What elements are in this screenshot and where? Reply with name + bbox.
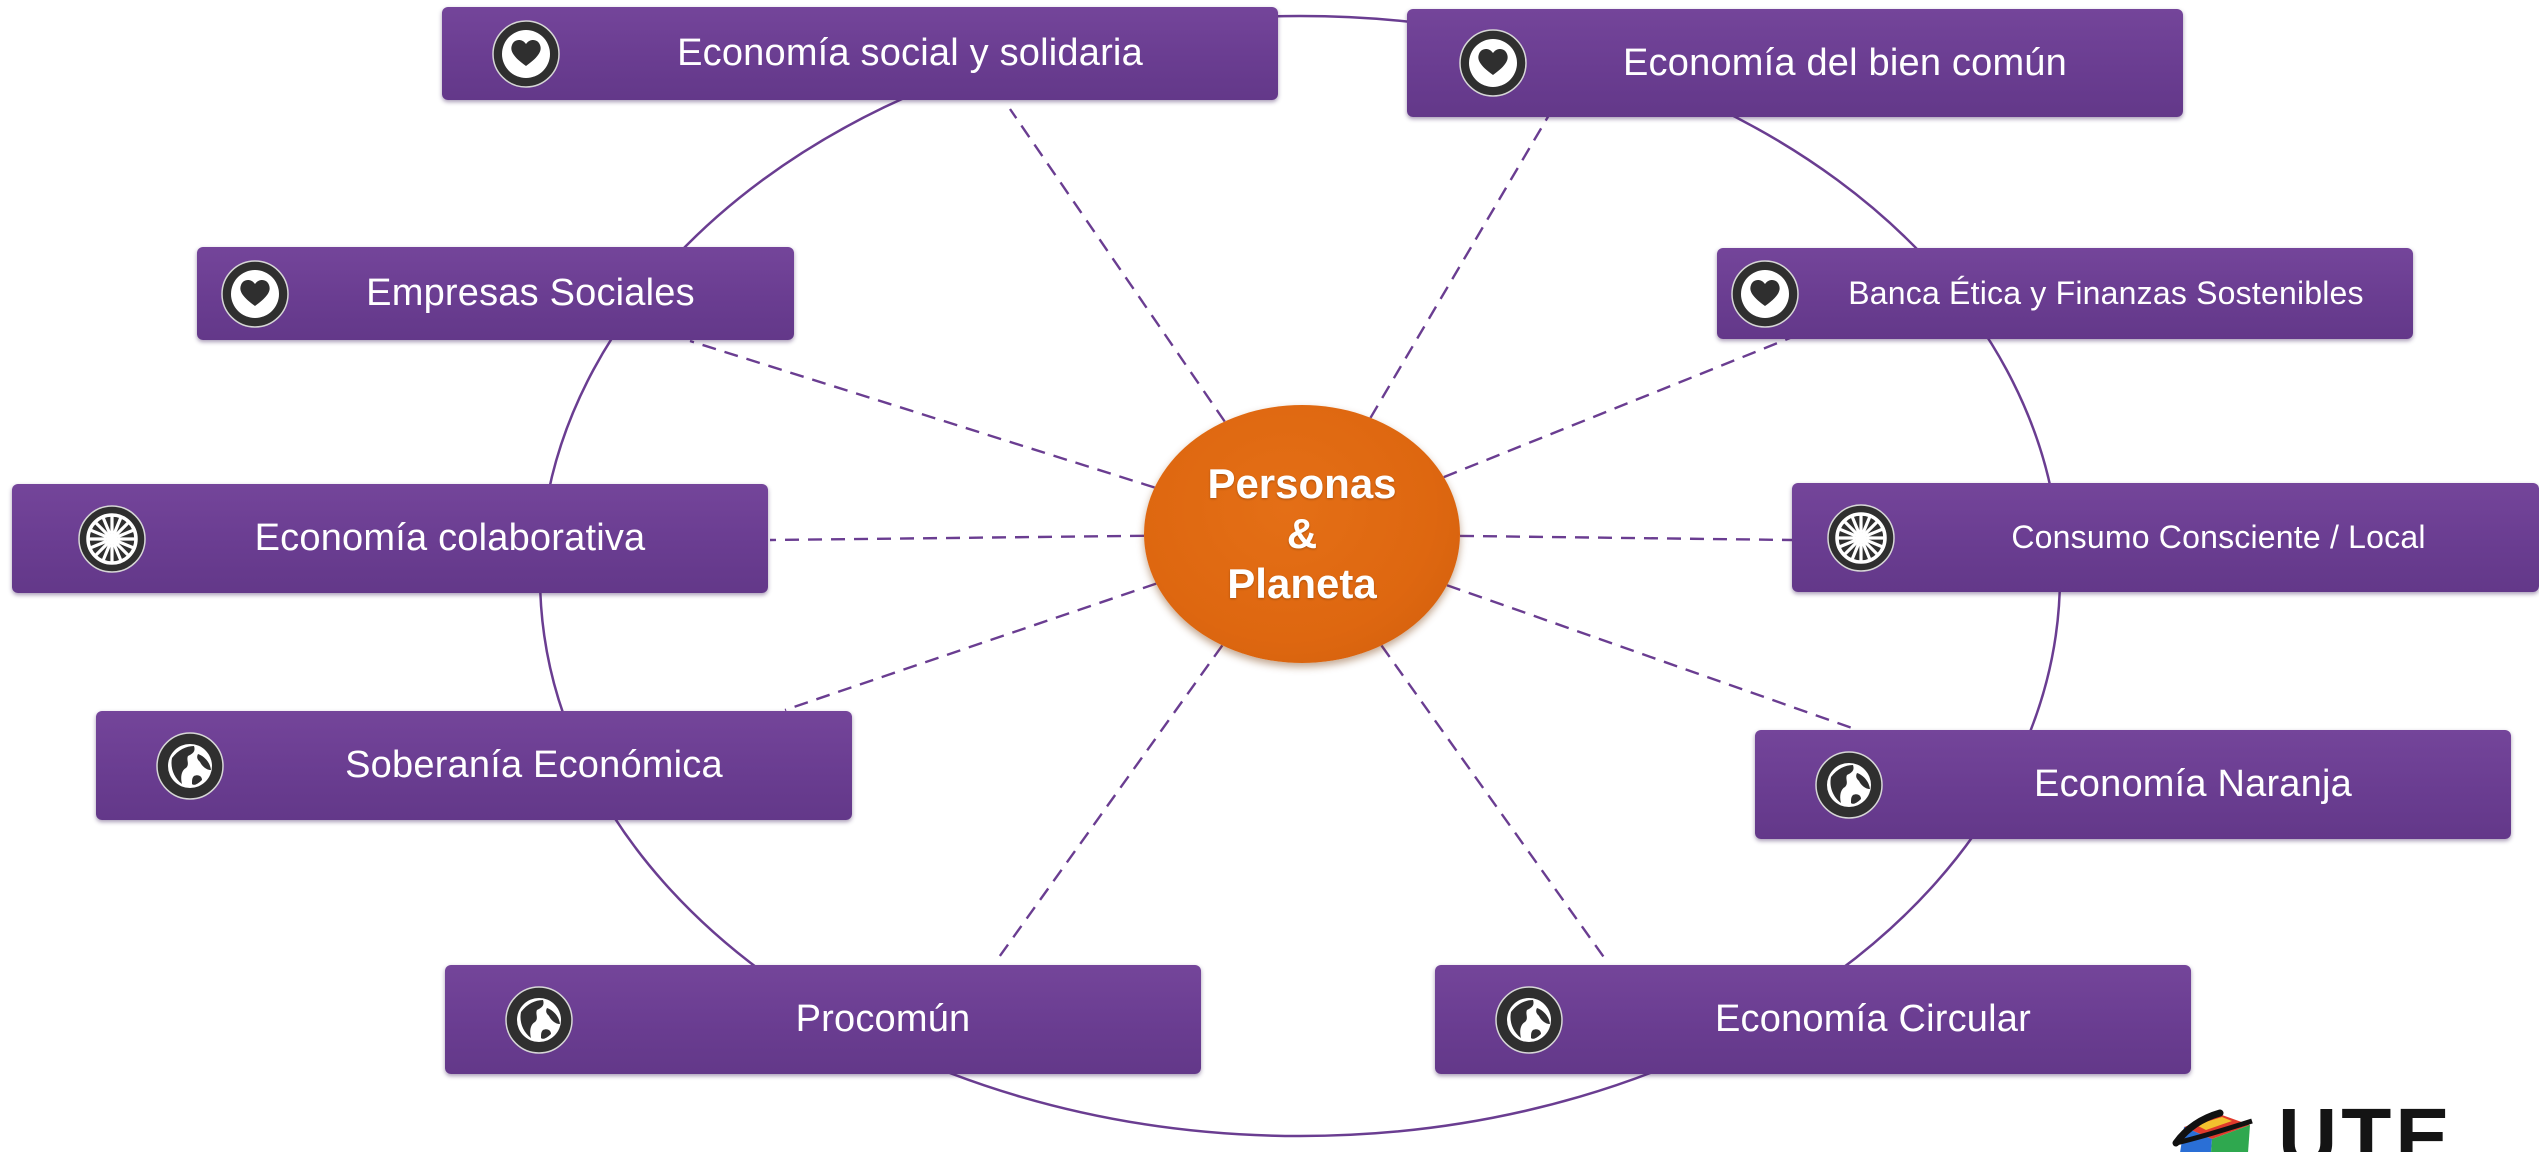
connector-economia-naranja [1446, 584, 1853, 730]
node-label: Economía Circular [1715, 998, 2031, 1040]
connector-lines [689, 108, 1853, 964]
globe-icon [1815, 750, 1883, 819]
heart-icon [1459, 29, 1527, 97]
connector-banca-etica [1443, 336, 1791, 479]
node-consumo-consciente: Consumo Consciente / Local [1792, 483, 2539, 592]
node-economia-social-solidaria: Economía social y solidaria [442, 7, 1278, 100]
node-economia-circular: Economía Circular [1435, 965, 2191, 1074]
heart-icon [221, 259, 289, 328]
logo-text: UTE [2278, 1105, 2454, 1152]
heart-icon [492, 19, 560, 88]
wheel-icon [78, 504, 146, 573]
node-label: Economía social y solidaria [677, 32, 1143, 74]
globe-icon [156, 731, 224, 800]
node-procomun: Procomún [445, 965, 1201, 1074]
node-economia-colaborativa: Economía colaborativa [12, 484, 768, 593]
globe-icon [505, 985, 573, 1054]
node-label: Economía Naranja [2034, 763, 2352, 805]
connector-procomun [996, 644, 1224, 961]
connector-economia-bien-comun [1369, 114, 1551, 419]
node-label: Banca Ética y Finanzas Sostenibles [1848, 275, 2364, 311]
node-label: Consumo Consciente / Local [2011, 519, 2426, 555]
node-empresas-sociales: Empresas Sociales [197, 247, 794, 340]
center-label: Personas & Planeta [1207, 460, 1397, 607]
node-label: Empresas Sociales [366, 272, 695, 314]
node-label: Economía del bien común [1623, 41, 2067, 84]
center-node: Personas & Planeta [1144, 405, 1460, 663]
connector-empresas-sociales [689, 339, 1155, 489]
brand-logo: UTE [2160, 1105, 2539, 1152]
heart-icon [1731, 259, 1799, 328]
wheel-icon [1827, 503, 1895, 572]
globe-icon [1495, 985, 1563, 1054]
cube-logo-icon: UTE [2172, 1105, 2454, 1152]
node-soberania-economica: Soberanía Económica [96, 711, 852, 820]
connector-soberania-economica [784, 582, 1157, 712]
connector-consumo-consciente [1459, 534, 1793, 542]
node-label: Economía colaborativa [254, 517, 646, 559]
node-economia-naranja: Economía Naranja [1755, 730, 2511, 839]
connector-economia-circular [1380, 644, 1609, 964]
node-banca-etica: Banca Ética y Finanzas Sostenibles [1717, 248, 2413, 339]
connector-economia-social-solidaria [1009, 108, 1226, 423]
node-economia-bien-comun: Economía del bien común [1407, 9, 2183, 117]
connector-economia-colaborativa [769, 534, 1145, 542]
node-label: Soberanía Económica [345, 744, 723, 786]
node-label: Procomún [795, 998, 971, 1040]
